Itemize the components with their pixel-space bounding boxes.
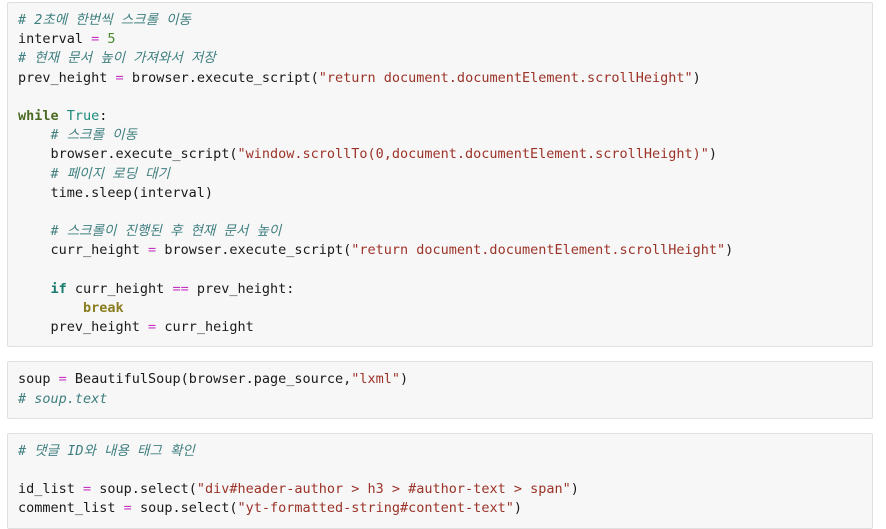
identifier-token: prev_height [18, 69, 116, 86]
code-content[interactable]: soup = BeautifulSoup(browser.page_source… [18, 370, 862, 408]
code-line: # 2초에 한번씩 스크롤 이동 [18, 11, 862, 30]
operator-token: = [123, 500, 132, 517]
identifier-token: id_list [18, 481, 84, 498]
operator-token: = [83, 481, 92, 498]
punct-token: ) [708, 146, 717, 163]
string-token: "return document.documentElement.scrollH… [351, 242, 726, 259]
identifier-token: prev_height: [188, 280, 295, 297]
call-token: time.sleep(interval) [18, 184, 214, 201]
code-line: comment_list = soup.select("yt-formatted… [18, 499, 862, 518]
identifier-token: curr_height [18, 242, 149, 259]
punct-token: : [99, 108, 108, 125]
identifier-token: interval [18, 31, 92, 48]
code-line: while True: [18, 107, 862, 126]
operator-token: == [172, 280, 189, 297]
operator-token: = [148, 319, 157, 336]
code-line: # 페이지 로딩 대기 [18, 165, 862, 184]
identifier-token: prev_height [18, 319, 149, 336]
code-line-blank [18, 461, 862, 480]
string-token: "window.scrollTo(0,document.documentElem… [237, 146, 709, 163]
code-line-blank [18, 203, 862, 222]
punct-token: ) [570, 481, 579, 498]
code-line: # 현재 문서 높이 가져와서 저장 [18, 49, 862, 68]
code-line: time.sleep(interval) [18, 184, 862, 203]
call-token: browser.execute_script( [156, 242, 352, 259]
code-content[interactable]: # 댓글 ID와 내용 태그 확인 id_list = soup.select(… [18, 442, 862, 519]
operator-token: = [91, 31, 100, 48]
code-line: soup = BeautifulSoup(browser.page_source… [18, 370, 862, 389]
operator-token: = [58, 371, 67, 388]
code-line-blank [18, 88, 862, 107]
code-line: interval = 5 [18, 30, 862, 49]
number-token: 5 [99, 31, 116, 48]
call-token: BeautifulSoup(browser.page_source, [66, 371, 352, 388]
call-token: browser.execute_script( [18, 146, 238, 163]
comment-token: # soup.text [18, 390, 108, 407]
indent [18, 281, 51, 297]
indent [18, 300, 83, 316]
code-block-selector[interactable]: # 댓글 ID와 내용 태그 확인 id_list = soup.select(… [7, 432, 873, 529]
identifier-token: curr_height [66, 280, 173, 297]
code-line: id_list = soup.select("div#header-author… [18, 480, 862, 499]
identifier-token: soup [18, 371, 59, 388]
comment-token: # 2초에 한번씩 스크롤 이동 [18, 12, 191, 28]
code-line: break [18, 299, 862, 318]
punct-token: ) [692, 69, 701, 86]
punct-token: ) [400, 371, 409, 388]
identifier-token: curr_height [156, 319, 254, 336]
comment-token: # 페이지 로딩 대기 [18, 165, 170, 182]
code-line-blank [18, 261, 862, 280]
comment-token: # 현재 문서 높이 가져와서 저장 [18, 50, 216, 67]
builtin-token: True [58, 108, 100, 125]
call-token: soup.select( [131, 500, 238, 517]
string-token: "yt-formatted-string#content-text" [237, 500, 514, 517]
call-token: soup.select( [91, 481, 197, 498]
keyword-token: while [18, 108, 59, 125]
identifier-token: comment_list [18, 500, 124, 517]
code-block-soup[interactable]: soup = BeautifulSoup(browser.page_source… [7, 361, 873, 419]
call-token: browser.execute_script( [123, 69, 319, 86]
code-line: # soup.text [18, 390, 862, 409]
comment-token: # 스크롤이 진행된 후 현재 문서 높이 [18, 223, 282, 240]
string-token: "lxml" [351, 371, 401, 388]
code-line: prev_height = browser.execute_script("re… [18, 69, 862, 88]
keyword-token: break [83, 300, 124, 317]
keyword-token: if [50, 280, 67, 297]
operator-token: = [115, 69, 124, 86]
punct-token: ) [725, 242, 734, 259]
code-line: curr_height = browser.execute_script("re… [18, 241, 862, 260]
string-token: "div#header-author > h3 > #author-text >… [196, 481, 571, 498]
operator-token: = [148, 242, 157, 259]
code-line: browser.execute_script("window.scrollTo(… [18, 145, 862, 164]
string-token: "return document.documentElement.scrollH… [318, 69, 693, 86]
punct-token: ) [513, 500, 522, 517]
comment-token: # 스크롤 이동 [18, 127, 138, 144]
code-line: # 스크롤이 진행된 후 현재 문서 높이 [18, 222, 862, 241]
code-line: prev_height = curr_height [18, 318, 862, 337]
comment-token: # 댓글 ID와 내용 태그 확인 [18, 442, 195, 459]
code-line: # 댓글 ID와 내용 태그 확인 [18, 442, 862, 461]
code-line: if curr_height == prev_height: [18, 280, 862, 299]
code-line: # 스크롤 이동 [18, 126, 862, 145]
